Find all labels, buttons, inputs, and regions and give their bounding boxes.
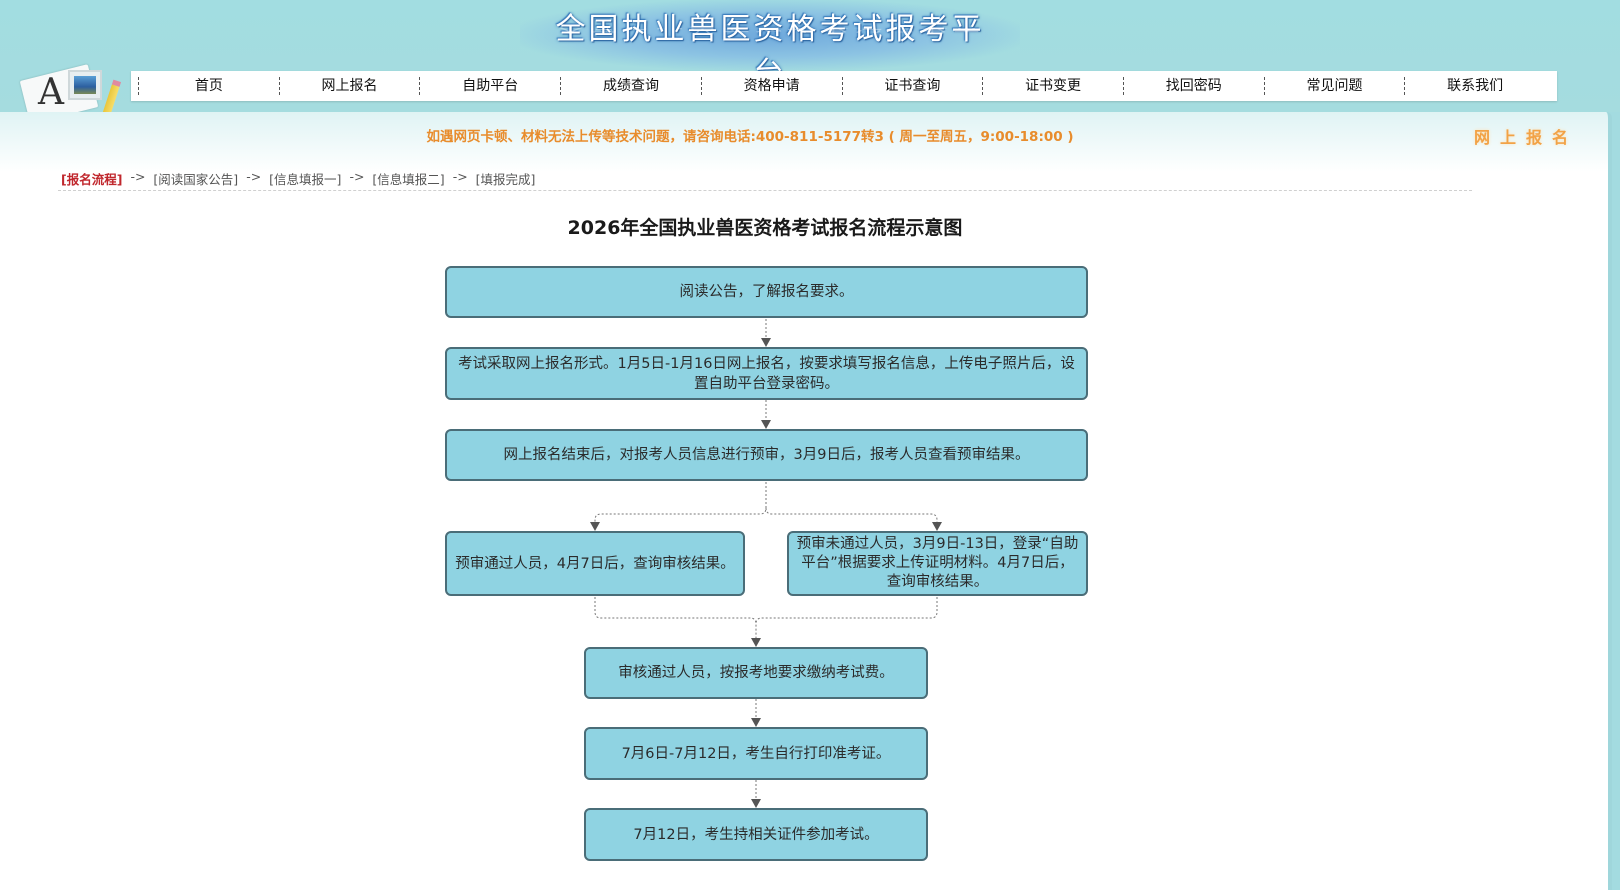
nav-recover-password[interactable]: 找回密码 [1122,77,1264,95]
nav-certificate-change[interactable]: 证书变更 [982,77,1123,95]
breadcrumb-item-complete[interactable]: [填报完成] [475,172,536,187]
nav-contact-us[interactable]: 联系我们 [1404,77,1545,95]
flow-step-text: 预审通过人员，4月7日后，查询审核结果。 [455,555,735,572]
flow-step-online-registration: 考试采取网上报名形式。1月5日-1月16日网上报名，按要求填写报名信息，上传电子… [445,347,1088,400]
nav-certificate-query[interactable]: 证书查询 [841,77,983,95]
flow-step-pre-review-failed: 预审未通过人员，3月9日-13日，登录“自助平台”根据要求上传证明材料。4月7日… [787,531,1088,596]
flow-step-text: 考试采取网上报名形式。1月5日-1月16日网上报名，按要求填写报名信息，上传电子… [458,355,1075,392]
breadcrumb: [报名流程] -> [阅读国家公告] -> [信息填报一] -> [信息填报二]… [61,169,535,188]
breadcrumb-item-process[interactable]: [报名流程] [61,172,123,187]
flow-step-text: 7月12日，考生持相关证件参加考试。 [633,826,879,843]
nav-faq[interactable]: 常见问题 [1263,77,1405,95]
flow-step-text: 网上报名结束后，对报考人员信息进行预审，3月9日后，报考人员查看预审结果。 [503,447,1030,463]
flow-step-read-notice: 阅读公告，了解报名要求。 [445,266,1088,318]
flow-step-pre-review: 网上报名结束后，对报考人员信息进行预审，3月9日后，报考人员查看预审结果。 [445,429,1088,481]
flow-step-text: 预审未通过人员，3月9日-13日，登录“自助平台”根据要求上传证明材料。4月7日… [796,536,1079,590]
breadcrumb-divider [58,190,1472,191]
site-title: 全国执业兽医资格考试报考平台 [555,12,985,91]
site-header: 全国执业兽医资格考试报考平台 全国执业兽医资格考试报考平台 A 首页 网上报名 … [0,0,1620,124]
banner-glow [520,0,1020,70]
tech-support-notice: 如遇网页卡顿、材料无法上传等技术问题，请咨询电话:400-811-5177转3 … [426,129,1074,145]
nav-home[interactable]: 首页 [138,77,279,95]
breadcrumb-item-read-notice[interactable]: [阅读国家公告] [153,172,239,187]
flow-step-text: 审核通过人员，按报考地要求缴纳考试费。 [618,665,894,681]
flow-step-pay-fee: 审核通过人员，按报考地要求缴纳考试费。 [584,647,928,699]
site-title-reflection: 全国执业兽医资格考试报考平台 [540,28,1000,38]
flow-step-take-exam: 7月12日，考生持相关证件参加考试。 [584,808,928,861]
breadcrumb-separator: -> [349,169,365,184]
flow-step-pre-review-passed: 预审通过人员，4月7日后，查询审核结果。 [445,531,745,596]
nav-self-service[interactable]: 自助平台 [419,77,560,95]
breadcrumb-separator: -> [130,169,146,184]
nav-online-registration[interactable]: 网上报名 [278,77,420,95]
letter-a-icon: A [38,72,64,113]
flow-step-print-admission-ticket: 7月6日-7月12日，考生自行打印准考证。 [584,727,928,780]
breadcrumb-separator: -> [452,169,468,184]
breadcrumb-item-info-2[interactable]: [信息填报二] [372,172,445,187]
nav-score-query[interactable]: 成绩查询 [560,77,701,95]
main-nav: 首页 网上报名 自助平台 成绩查询 资格申请 证书查询 证书变更 找回密码 常见… [131,71,1557,101]
breadcrumb-item-info-1[interactable]: [信息填报一] [269,172,342,187]
section-label: 网上报名 [1473,128,1578,147]
pencil-icon [102,79,122,115]
nav-qualification-apply[interactable]: 资格申请 [700,77,842,95]
picture-frame-icon [68,70,102,100]
flow-step-text: 阅读公告，了解报名要求。 [679,284,854,300]
stationery-logo-icon: A [18,62,128,124]
flow-step-text: 7月6日-7月12日，考生自行打印准考证。 [621,745,891,762]
breadcrumb-separator: -> [246,169,262,184]
flowchart-title: 2026年全国执业兽医资格考试报名流程示意图 [567,217,963,239]
